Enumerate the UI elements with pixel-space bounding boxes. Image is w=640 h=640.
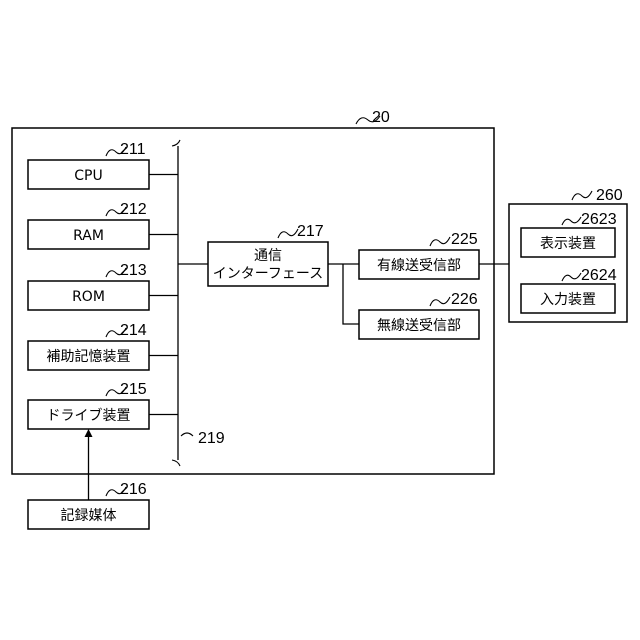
wireless-label: 無線送受信部	[377, 318, 461, 334]
rom-ref: 213	[120, 262, 147, 279]
wired-ref: 225	[451, 231, 478, 248]
wired-label: 有線送受信部	[377, 258, 461, 274]
comm-if-label-line1: 通信	[254, 248, 282, 264]
bus-top-tick	[172, 140, 180, 146]
comm-if-label-line2: インターフェース	[213, 266, 323, 282]
aux-storage-ref: 214	[120, 322, 147, 339]
terminal-ref: 260	[596, 187, 623, 204]
ram-label: RAM	[73, 228, 104, 244]
device-ref: 20	[372, 109, 390, 126]
wired-ref-lead	[430, 237, 450, 246]
bus-ref-lead	[181, 433, 193, 436]
ram-ref: 212	[120, 201, 147, 218]
display-ref: 2623	[581, 211, 617, 228]
display-label: 表示装置	[540, 236, 596, 252]
media-ref: 216	[120, 481, 147, 498]
comm-if-ref-lead	[278, 229, 298, 238]
comm-if-ref: 217	[297, 223, 324, 240]
drive-label: ドライブ装置	[47, 407, 131, 424]
media-label: 記録媒体	[61, 507, 117, 524]
input-ref-lead	[562, 273, 581, 281]
cpu-label: CPU	[74, 168, 102, 184]
rom-label: ROM	[72, 289, 105, 305]
bus-bottom-tick	[172, 460, 180, 466]
cpu-ref: 211	[120, 141, 146, 158]
input-label: 入力装置	[540, 292, 596, 308]
display-ref-lead	[562, 217, 581, 225]
comm-wireless-link	[343, 264, 359, 324]
input-ref: 2624	[581, 267, 617, 284]
drive-ref: 215	[120, 381, 147, 398]
aux-storage-label: 補助記憶装置	[47, 348, 131, 365]
wireless-ref-lead	[430, 297, 450, 306]
bus-ref: 219	[198, 430, 225, 447]
wireless-ref: 226	[451, 291, 478, 308]
terminal-ref-lead	[572, 191, 592, 200]
